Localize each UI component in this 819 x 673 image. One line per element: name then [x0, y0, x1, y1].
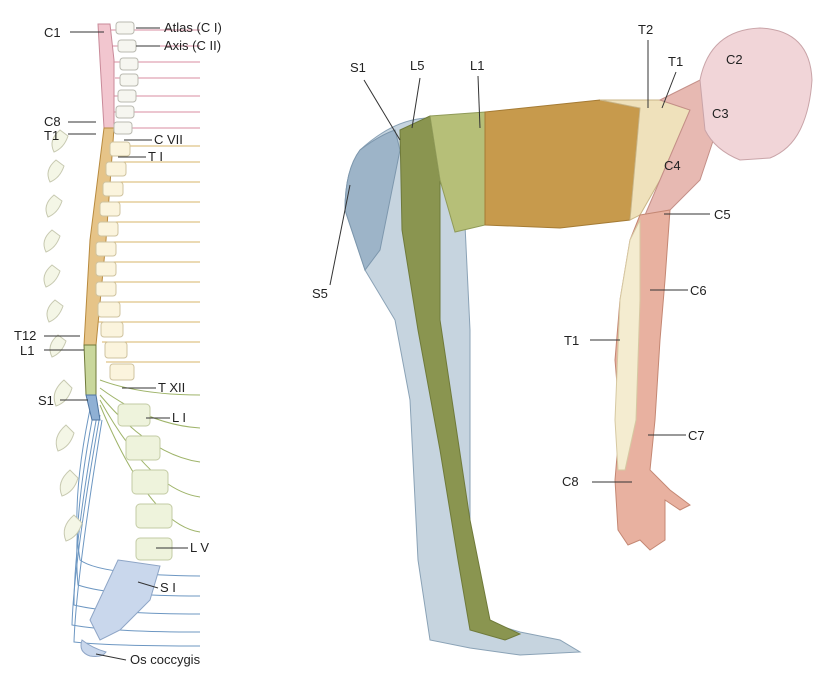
label-atlas: Atlas (C I) — [164, 20, 222, 35]
spinal-cord-lumbar — [84, 345, 96, 395]
label-txii: T XII — [158, 380, 185, 395]
label-si: S I — [160, 580, 176, 595]
label-c7: C7 — [688, 428, 705, 443]
label-t2: T2 — [638, 22, 653, 37]
label-c6: C6 — [690, 283, 707, 298]
dermatome-body-figure: S1 L5 L1 T2 T1 C2 C3 C4 C5 C6 T1 C7 C8 S… — [312, 22, 812, 655]
spinal-cord-cervical — [98, 24, 114, 128]
label-s5: S5 — [312, 286, 328, 301]
label-s1-spine: S1 — [38, 393, 54, 408]
label-t1-top: T1 — [668, 54, 683, 69]
label-ti: T I — [148, 149, 163, 164]
label-c8: C8 — [44, 114, 61, 129]
label-c1: C1 — [44, 25, 61, 40]
lumbar-vertebrae — [118, 404, 172, 560]
trunk-thoracic-region — [485, 100, 640, 228]
label-c3: C3 — [712, 106, 729, 121]
label-lv: L V — [190, 540, 209, 555]
label-s1-body: S1 — [350, 60, 366, 75]
spinal-column-diagram: C1 Atlas (C I) Axis (C II) C8 T1 C VII T… — [14, 20, 222, 667]
label-axis: Axis (C II) — [164, 38, 221, 53]
head-region — [700, 28, 812, 160]
label-l1-body: L1 — [470, 58, 484, 73]
label-t1-arm: T1 — [564, 333, 579, 348]
label-li: L I — [172, 410, 186, 425]
label-l5-body: L5 — [410, 58, 424, 73]
label-c5: C5 — [714, 207, 731, 222]
label-l1-spine: L1 — [20, 343, 34, 358]
sacrum — [90, 560, 160, 640]
label-t12: T12 — [14, 328, 36, 343]
coccyx — [81, 640, 106, 657]
label-c4: C4 — [664, 158, 681, 173]
label-c8-arm: C8 — [562, 474, 579, 489]
label-t1-spine: T1 — [44, 128, 59, 143]
label-coccyx: Os coccygis — [130, 652, 201, 667]
label-c2: C2 — [726, 52, 743, 67]
label-cvii: C VII — [154, 132, 183, 147]
